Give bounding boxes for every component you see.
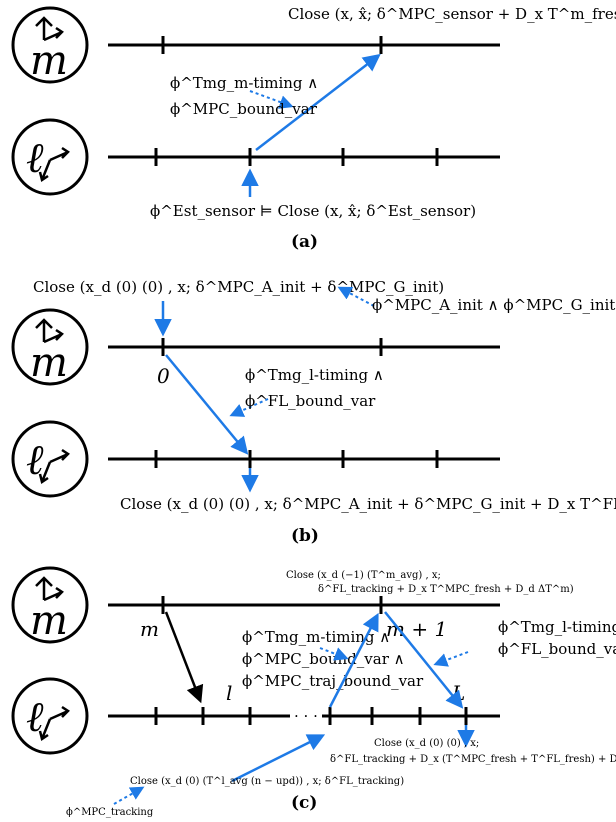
phi-l-1: ϕ^Tmg_l-timing ∧ (498, 618, 616, 636)
phi-tracking-label: ϕ^MPC_tracking (66, 807, 154, 818)
zero-label: 0 (157, 364, 170, 388)
timeline-dots: · · · (294, 707, 318, 725)
agent-m-icon: m (11, 6, 89, 84)
agent-l-icon: ℓ (11, 677, 89, 755)
agent-m-glyph: m (30, 38, 68, 84)
agent-l-glyph: ℓ (26, 435, 44, 484)
close-right-line-1: Close (x_d (0) (0) , x; (374, 738, 479, 749)
phi-l-2: ϕ^FL_bound_var (498, 640, 616, 658)
agent-m-glyph: m (30, 340, 68, 386)
phi-bound: ϕ^FL_bound_var (245, 392, 376, 410)
phi-m-1: ϕ^Tmg_m-timing ∧ (242, 628, 390, 646)
close-label-top: Close (x, x̂; δ^MPC_sensor + D_x T^m_fre… (288, 5, 616, 23)
phi-bound: ϕ^MPC_bound_var (170, 100, 318, 118)
agent-l-icon: ℓ (11, 420, 89, 498)
phi-init: ϕ^MPC_A_init ∧ ϕ^MPC_G_init (372, 296, 615, 314)
close-bottom-label: Close (x_d (0) (T^l_avg (n − upd)) , x; … (130, 776, 404, 787)
caption-b: (b) (291, 526, 319, 546)
tick-m1-label: m + 1 (386, 617, 447, 641)
close-top-line-2: δ^FL_tracking + D_x T^MPC_fresh + D_d ΔT… (318, 584, 574, 595)
panel-a: m Close (x, x̂; δ^MPC_sensor + D_x T^m_f… (11, 5, 616, 252)
phi-timing: ϕ^Tmg_l-timing ∧ (245, 366, 384, 384)
close-label-bottom: Close (x_d (0) (0) , x; δ^MPC_A_init + δ… (120, 495, 616, 513)
close-label-top: Close (x_d (0) (0) , x; δ^MPC_A_init + δ… (33, 278, 444, 296)
agent-l-icon: ℓ (11, 118, 89, 196)
agent-l-glyph: ℓ (26, 692, 44, 741)
agent-m-icon: m (11, 308, 89, 386)
phi-timing: ϕ^Tmg_m-timing ∧ (170, 74, 318, 92)
phi-m-2: ϕ^MPC_bound_var ∧ (242, 650, 405, 668)
tick-l-label: l (226, 681, 232, 705)
close-right-line-2: δ^FL_tracking + D_x (T^MPC_fresh + T^FL_… (330, 754, 616, 765)
phi-m-3: ϕ^MPC_traj_bound_var (242, 672, 424, 690)
panel-c: Close (x_d (−1) (T^m_avg) , x; δ^FL_trac… (11, 566, 616, 818)
close-top-line-1: Close (x_d (−1) (T^m_avg) , x; (286, 570, 441, 581)
caption-c: (c) (291, 793, 317, 813)
tick-m-label: m (140, 617, 159, 641)
agent-l-glyph: ℓ (26, 133, 44, 182)
est-label: ϕ^Est_sensor ⊨ Close (x, x̂; δ^Est_senso… (150, 202, 476, 220)
agent-m-icon: m (11, 566, 89, 644)
panel-b: Close (x_d (0) (0) , x; δ^MPC_A_init + δ… (11, 278, 616, 546)
agent-m-glyph: m (30, 598, 68, 644)
caption-a: (a) (291, 232, 318, 252)
